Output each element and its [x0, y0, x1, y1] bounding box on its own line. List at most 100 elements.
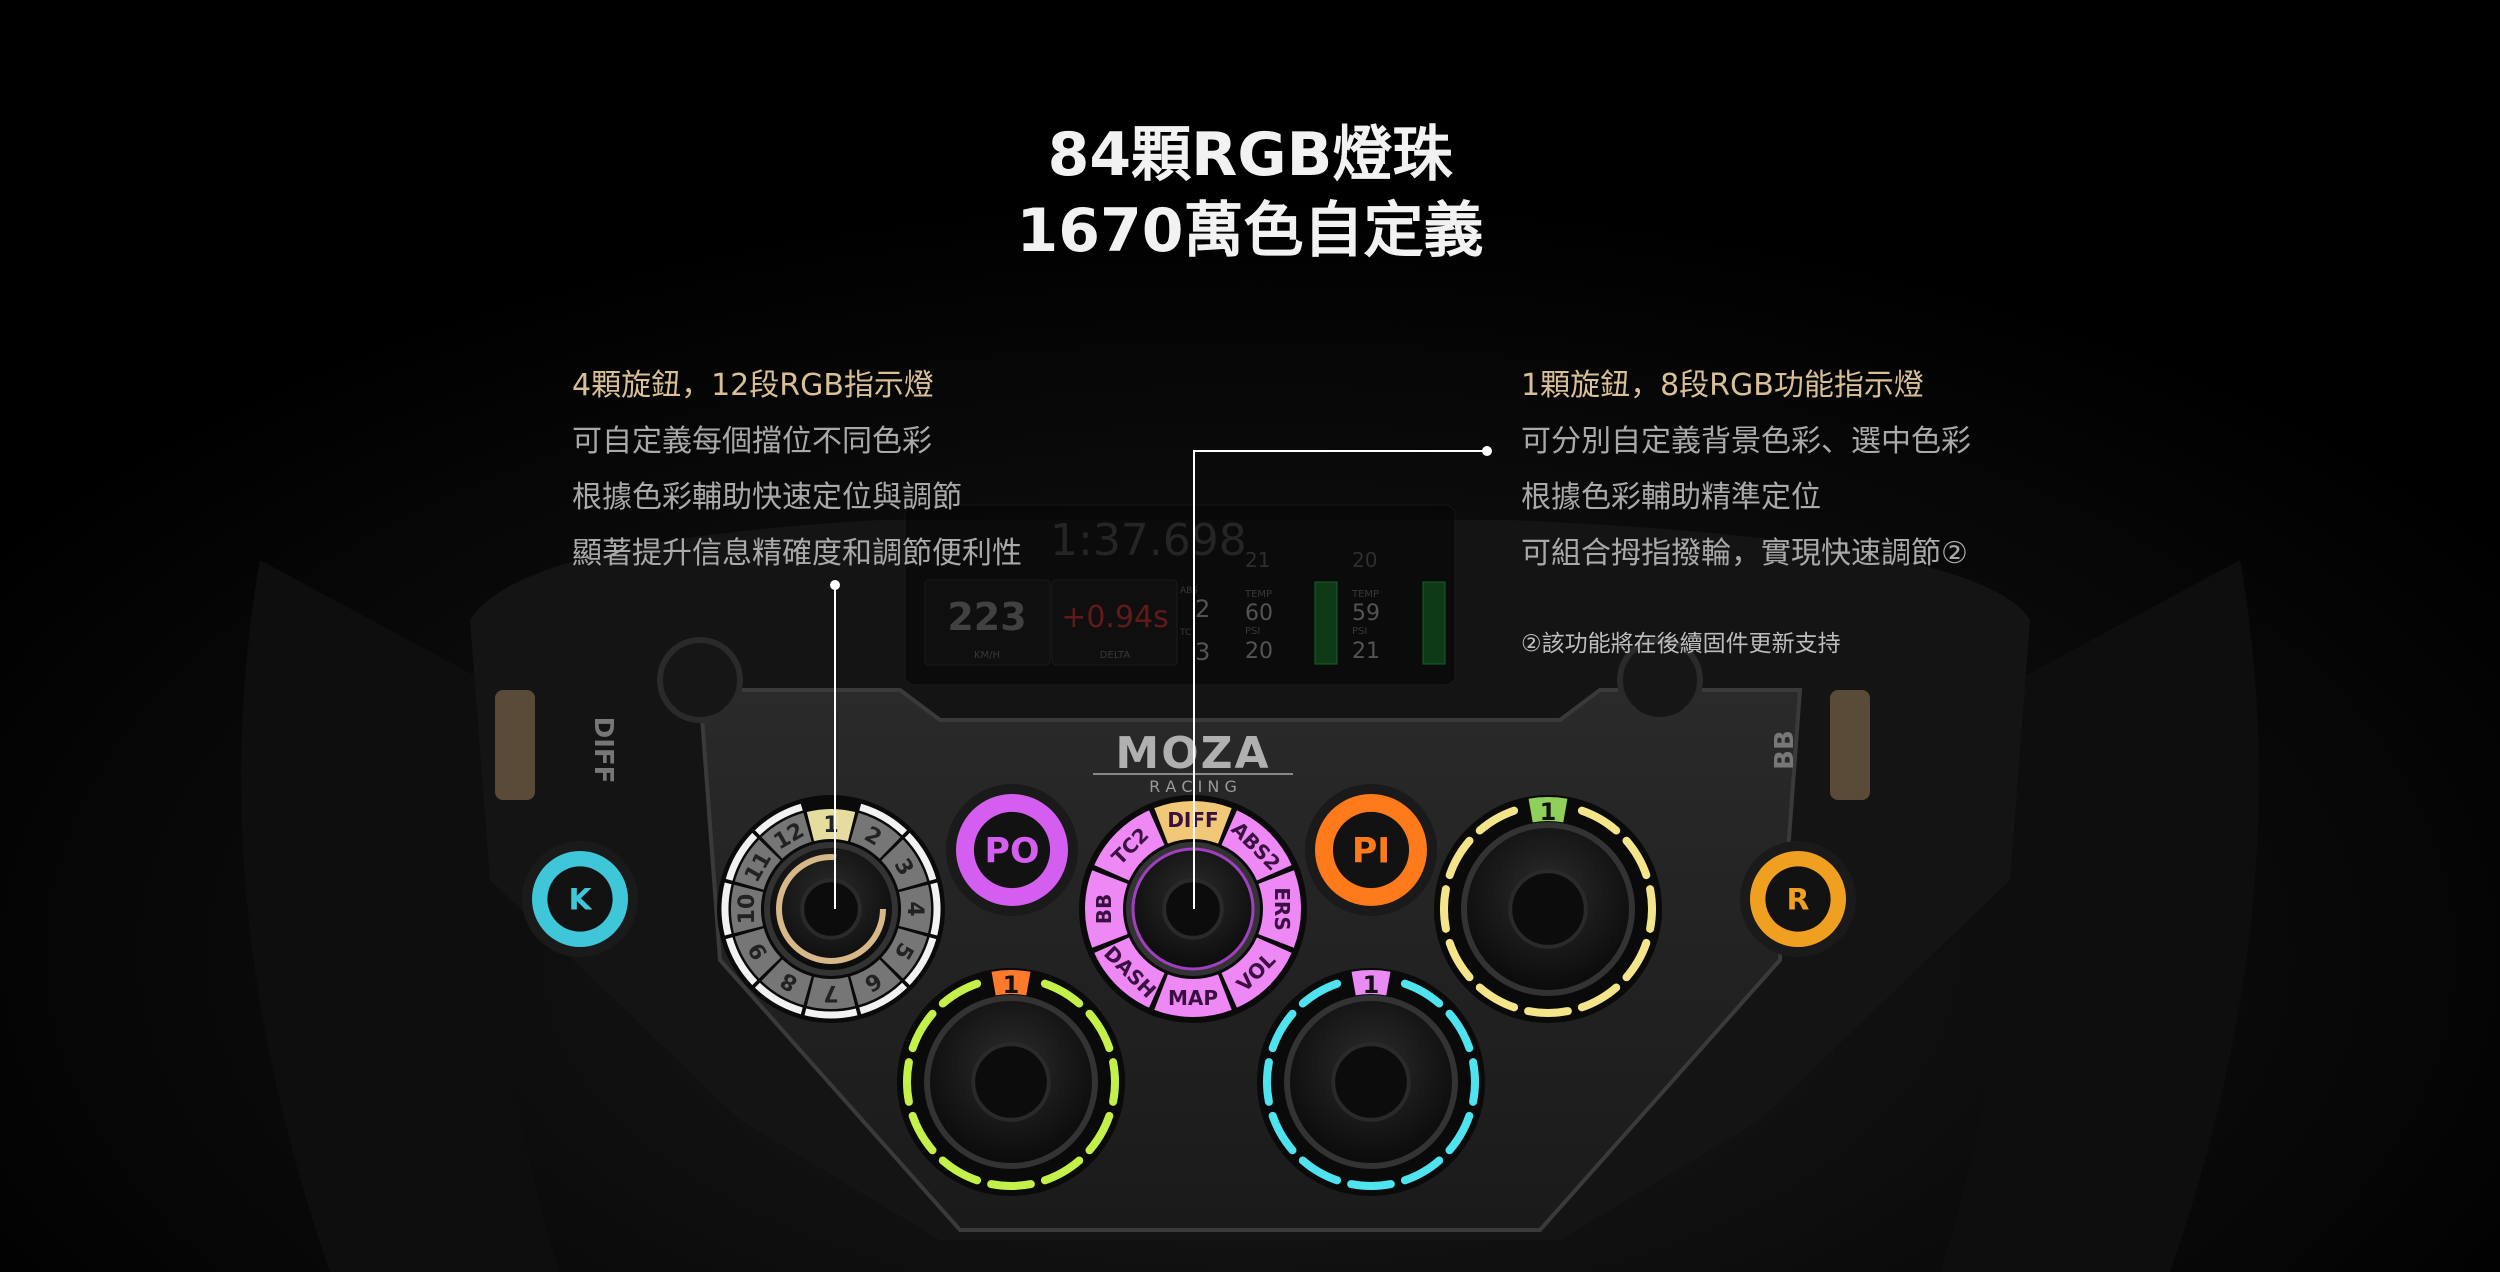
- bb-label: BB: [1770, 730, 1800, 770]
- ring-led: [1268, 1009, 1297, 1053]
- left-callout-heading: 4顆旋鈕，12段RGB指示燈: [572, 368, 934, 403]
- function-label: MAP: [1168, 986, 1218, 1010]
- function-label: ERS: [1270, 887, 1294, 930]
- position-segment: [881, 928, 928, 979]
- tyre-top: 20: [1352, 548, 1377, 572]
- ring-led: [1085, 1111, 1114, 1155]
- right-top-rotary[interactable]: [1617, 637, 1703, 723]
- headline-line-1: 84顆RGB燈珠: [1047, 120, 1453, 190]
- right-thumb-wheel[interactable]: [1830, 690, 1870, 800]
- ring-led: [754, 982, 803, 1015]
- knob-center: [1331, 1042, 1411, 1122]
- button-label: PI: [1352, 831, 1390, 871]
- headline-line-2: 1670萬色自定義: [1016, 196, 1484, 266]
- right-callout-line: 根據色彩輔助精準定位: [1521, 480, 1821, 515]
- left-callout: 4顆旋鈕，12段RGB指示燈 可自定義每個擋位不同色彩 根據色彩輔助快速定位與調…: [572, 358, 1022, 582]
- position-segment: [850, 812, 901, 859]
- button-face: [547, 866, 613, 932]
- badge-label: 1: [1003, 971, 1020, 999]
- ring-led: [938, 979, 982, 1008]
- ring-led: [1577, 983, 1621, 1012]
- position-segment: [761, 959, 812, 1006]
- ring-led: [1445, 938, 1474, 982]
- function-segment: [1154, 974, 1232, 1018]
- speed-unit: KM/H: [974, 650, 1000, 661]
- ring-led: [908, 1009, 937, 1053]
- ring-led: [1445, 1111, 1474, 1155]
- position-badge: [991, 970, 1031, 996]
- left-callout-line: 顯著提升信息精確度和調節便利性: [572, 536, 1022, 571]
- button-label: K: [568, 883, 592, 918]
- psi-value: 21: [1352, 639, 1380, 664]
- right-callout-heading: 1顆旋鈕，8段RGB功能指示燈: [1521, 368, 1924, 403]
- ring-led: [1622, 836, 1651, 880]
- left-callout-line: 根據色彩輔助快速定位與調節: [572, 480, 962, 515]
- position-segment: [734, 928, 781, 979]
- right-callout-line: 可分別自定義背景色彩、選中色彩: [1521, 424, 1971, 459]
- ring-led: [1577, 806, 1621, 835]
- position-segment: [731, 884, 764, 934]
- diff-label: DIFF: [588, 717, 618, 784]
- left-thumb-wheel[interactable]: [495, 690, 535, 800]
- ring-led: [1268, 1111, 1297, 1155]
- rotary-knob-green[interactable]: 1: [897, 968, 1125, 1196]
- rotary-knob-cyan[interactable]: 1: [1257, 968, 1485, 1196]
- function-segment: [1094, 810, 1165, 881]
- ring-led: [721, 882, 732, 936]
- ring-led: [1040, 1156, 1084, 1185]
- function-segment: [1084, 870, 1128, 948]
- button-label: PO: [985, 831, 1040, 871]
- ring-led: [1440, 885, 1450, 933]
- laptime: 1:37.698: [1050, 515, 1247, 566]
- ring-led: [1347, 1180, 1395, 1190]
- ring-led: [1085, 1009, 1114, 1053]
- button-label: R: [1787, 883, 1810, 918]
- temp-label: TEMP: [1351, 589, 1379, 600]
- right-callout-line: 可組合拇指撥輪，實現快速調節②: [1521, 536, 1968, 571]
- position-label: 4: [902, 901, 927, 916]
- position-segment: [850, 959, 901, 1006]
- temp-value: 60: [1245, 601, 1273, 626]
- badge-label: 1: [1363, 971, 1380, 999]
- position-badge: [1351, 970, 1391, 996]
- ring-led: [908, 1111, 937, 1155]
- rotary-knob-yellow[interactable]: 1: [1434, 795, 1662, 1023]
- button-po[interactable]: PO: [946, 784, 1078, 916]
- position-label: 7: [823, 980, 838, 1005]
- tyre-left: 21 TEMP 60 PSI 20: [1244, 548, 1338, 665]
- tyre-right: 20 TEMP 59 PSI 21: [1351, 548, 1446, 665]
- ring-led: [1622, 938, 1651, 982]
- ring-led: [859, 803, 908, 836]
- button-k[interactable]: K: [522, 841, 638, 957]
- delta-value: +0.94s: [1061, 600, 1169, 635]
- psi-value: 20: [1245, 639, 1273, 664]
- ring-led: [859, 982, 908, 1015]
- ring-led: [1475, 983, 1519, 1012]
- dashboard-display: 1:37.698 223 KM/H +0.94s DELTA ABS 2 TC …: [904, 504, 1456, 686]
- position-label: 1: [823, 813, 838, 838]
- ring-led: [1469, 1058, 1479, 1106]
- right-callout: 1顆旋鈕，8段RGB功能指示燈 可分別自定義背景色彩、選中色彩 根據色彩輔助精準…: [1521, 358, 1971, 582]
- position-segment: [898, 884, 932, 934]
- ring-led: [1040, 979, 1084, 1008]
- ring-led: [1524, 1007, 1572, 1017]
- ring-led: [1400, 979, 1444, 1008]
- temp-value: 59: [1352, 601, 1380, 626]
- callout-lines: [830, 446, 1492, 909]
- function-segment: [1094, 937, 1165, 1008]
- tyre-top: 21: [1245, 548, 1270, 572]
- left-top-rotary[interactable]: [657, 637, 743, 723]
- button-r[interactable]: R: [1740, 841, 1856, 957]
- position-segment: [806, 809, 856, 842]
- badge-label: 1: [1540, 798, 1557, 826]
- ring-led: [1109, 1058, 1119, 1106]
- button-pi[interactable]: PI: [1305, 784, 1437, 916]
- ring-led: [1263, 1058, 1273, 1106]
- knob-center: [971, 1042, 1051, 1122]
- ring-led: [1445, 1009, 1474, 1053]
- function-label: BB: [1092, 894, 1116, 925]
- brand-text: MOZA: [1115, 728, 1270, 779]
- position-segment: [881, 839, 928, 890]
